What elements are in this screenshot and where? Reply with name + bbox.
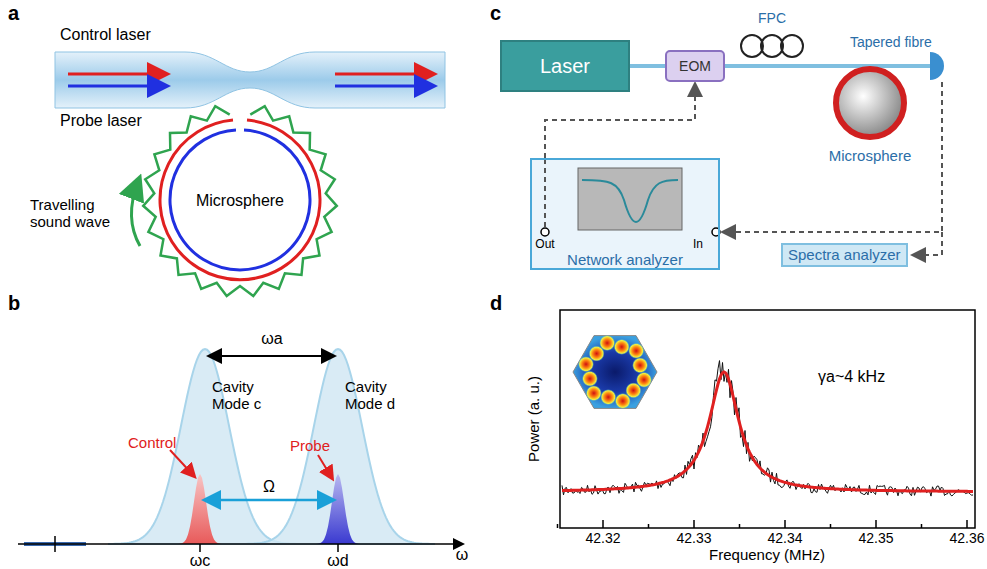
axis-title: Frequency (MHz) <box>709 546 825 563</box>
sound-wave-teeth <box>143 106 337 296</box>
panel-letter: c <box>490 2 501 25</box>
microsphere-label: Microsphere <box>185 188 295 214</box>
frequency-symbol: ωa <box>261 330 282 348</box>
component-label: Tapered fibre <box>850 34 932 50</box>
node-text: EOM <box>679 58 711 74</box>
mode-profile-inset <box>573 335 657 409</box>
tick-label: 42.32 <box>585 530 620 546</box>
beam-label: Control <box>128 434 176 451</box>
analyzer-screen <box>578 168 682 230</box>
node-text: Spectra analyzer <box>788 246 901 263</box>
node-text: Microsphere <box>829 147 912 164</box>
axis-symbol: ω <box>456 546 469 564</box>
tick-label: 42.35 <box>858 530 893 546</box>
spectra-analyzer: Spectra analyzer <box>781 243 908 267</box>
panel-letter: d <box>490 292 502 315</box>
cavity-mode-d <box>242 349 434 544</box>
network-analyzer: Network analyzer <box>530 158 720 270</box>
probe-peak <box>314 474 362 544</box>
microsphere-device: Microsphere <box>822 70 919 164</box>
control-ring <box>160 120 320 280</box>
mode-label: Cavity Mode d <box>345 378 397 413</box>
beam-label: Control laser <box>60 26 151 44</box>
microsphere-ball <box>836 69 904 137</box>
sound-arrow <box>131 182 140 246</box>
tick-label: 42.34 <box>767 530 802 546</box>
node-text: Microsphere <box>196 192 284 210</box>
node-text: Network analyzer <box>567 251 683 268</box>
control-peak <box>176 474 224 544</box>
mode-label: Cavity Mode c <box>212 378 264 413</box>
linewidth-label: γa~4 kHz <box>818 368 885 386</box>
eom-box: EOM <box>665 50 725 82</box>
axis-title: Power (a. u.) <box>525 376 542 462</box>
beam-label: Probe laser <box>60 112 142 130</box>
port-label: In <box>693 238 703 252</box>
signal-line <box>545 83 695 158</box>
frequency-symbol: ωd <box>327 552 348 569</box>
tapered-fibre <box>55 52 445 108</box>
panel-letter: b <box>8 292 20 315</box>
beam-label: Probe <box>290 437 330 454</box>
panel-letter: a <box>8 2 19 25</box>
node-text: Laser <box>540 55 590 78</box>
cavity-mode-c <box>109 349 301 544</box>
tick-label: 42.36 <box>949 530 984 546</box>
photodetector <box>930 52 944 80</box>
port-label: Out <box>535 238 554 252</box>
frequency-symbol: ωc <box>190 552 211 569</box>
wave-label: Travelling sound wave <box>30 196 122 231</box>
frequency-symbol: Ω <box>263 478 275 496</box>
component-label: FPC <box>758 10 786 26</box>
probe-ring <box>170 130 310 270</box>
optical-fibre <box>630 64 665 68</box>
tick-label: 42.33 <box>676 530 711 546</box>
laser-box: Laser <box>500 40 630 92</box>
